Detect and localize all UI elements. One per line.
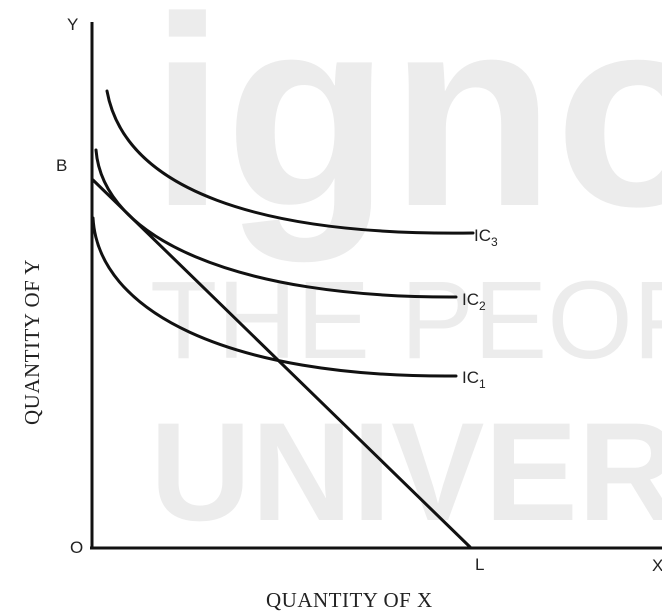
ic3-label: IC3 — [474, 226, 498, 249]
origin-label: O — [70, 538, 83, 557]
ic2-label: IC2 — [462, 290, 486, 313]
x-axis-title: QUANTITY OF X — [266, 588, 433, 612]
budget-line — [91, 178, 472, 549]
y-axis-title: QUANTITY OF Y — [20, 259, 44, 425]
indifference-curve-ic3 — [105, 89, 475, 235]
point-l-label: L — [475, 555, 484, 574]
y-axis-letter: Y — [67, 15, 78, 34]
watermark-line-3: UNIVERS — [150, 393, 662, 550]
indifference-curve-ic2 — [94, 148, 458, 299]
watermark-line-2: THE PEOPL — [150, 259, 662, 382]
indifference-curve-ic1 — [91, 216, 458, 378]
watermark-line-1: igno — [150, 0, 662, 264]
ic1-label: IC1 — [462, 368, 486, 391]
watermark: igno THE PEOPL UNIVERS — [150, 0, 662, 550]
x-axis-letter: X — [652, 556, 662, 575]
point-b-label: B — [56, 156, 67, 175]
